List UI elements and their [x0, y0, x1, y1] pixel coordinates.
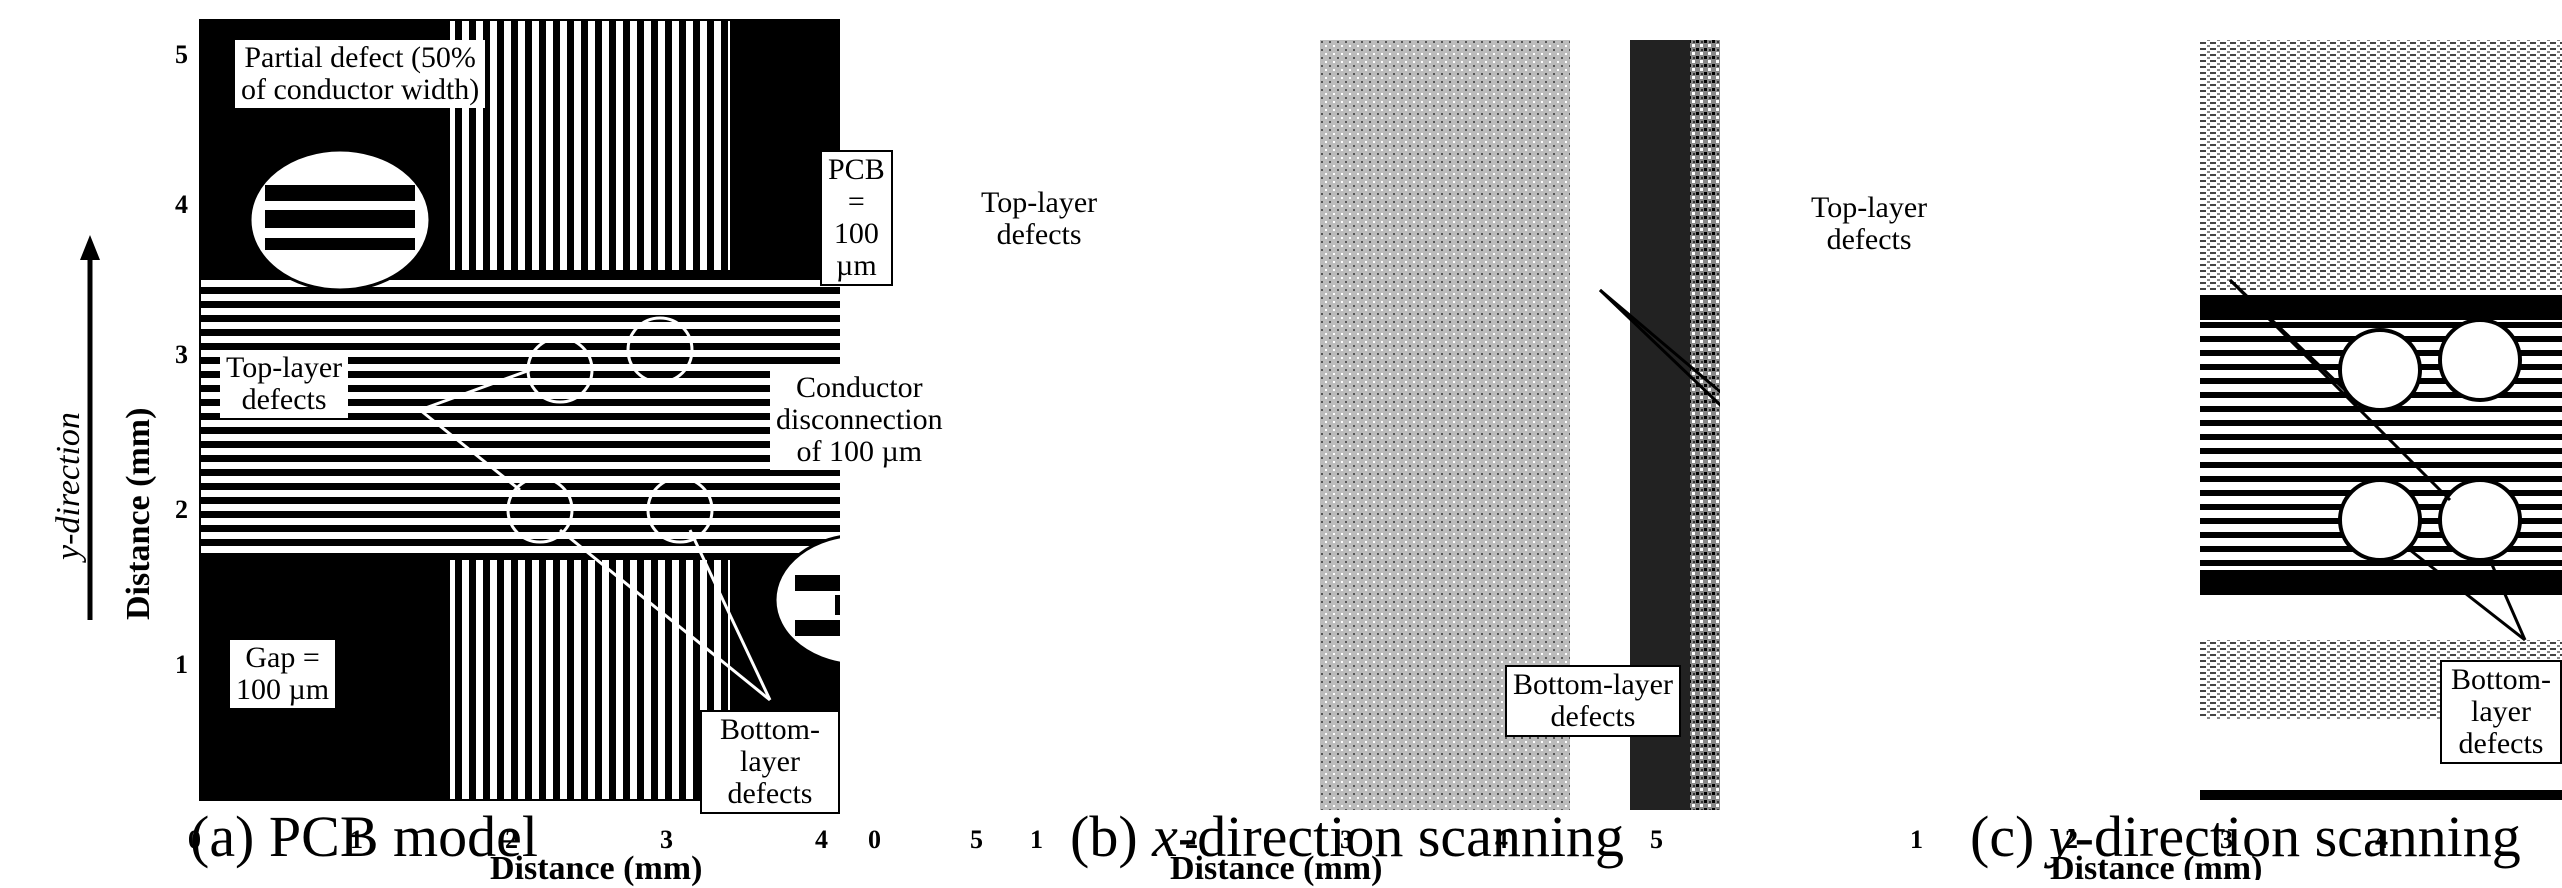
panel-a-pcb-model: Partial defect (50% of conductor width) … — [0, 0, 983, 887]
x-tick-3: 3 — [660, 825, 673, 854]
bottom-layer-defects-label: Bottom-layer defects — [2440, 660, 2562, 764]
bottom-layer-defects-label: Bottom-layer defects — [700, 710, 840, 814]
y-direction-label: y-direction — [50, 412, 87, 560]
x-tick-1: 1 — [1030, 825, 1043, 854]
y-tick-4: 4 — [175, 190, 188, 219]
x-tick-3: 3 — [1340, 825, 1353, 854]
conductor-disconnection-label: Conductor disconnection of 100 µm — [770, 370, 949, 470]
top-layer-defects-label: Top-layer defects — [975, 185, 1104, 253]
caption-a: (a) PCB model — [190, 804, 538, 869]
gap-label: Gap = 100 µm — [230, 640, 336, 708]
y-axis-title: Distance (mm) — [120, 407, 157, 620]
x-tick-1: 1 — [1910, 825, 1923, 854]
x-tick-2: 2 — [505, 825, 518, 854]
top-layer-defects-label: Top-layer defects — [1805, 190, 1934, 258]
x-tick-2: 2 — [2065, 825, 2078, 854]
pcb-thickness-label: PCB = 100 µm — [820, 150, 893, 286]
y-scan-image — [2200, 40, 2562, 800]
top-layer-defects-label: Top-layer defects — [220, 350, 349, 418]
x-tick-4: 4 — [2375, 825, 2388, 854]
y-tick-2: 2 — [175, 495, 188, 524]
x-tick-0: 0 — [188, 825, 201, 854]
y-tick-1: 1 — [175, 650, 188, 679]
bottom-layer-defects-label: Bottom-layer defects — [1505, 665, 1681, 737]
caption-b: (b) x-direction scanning — [1070, 804, 1625, 869]
caption-c: (c) y-direction scanning — [1970, 804, 2521, 869]
x-axis-title: Distance (mm) — [2050, 850, 2263, 880]
x-tick-4: 4 — [815, 825, 828, 854]
panel-b-x-scanning: Top-layer defects Bottom-layer defects 0… — [868, 0, 1720, 887]
x-tick-0: 0 — [868, 825, 881, 854]
x-scan-image — [1320, 40, 1720, 810]
x-tick-3: 3 — [2220, 825, 2233, 854]
x-tick-5: 5 — [1650, 825, 1663, 854]
x-tick-5: 5 — [970, 825, 983, 854]
y-tick-5: 5 — [175, 40, 188, 69]
x-tick-2: 2 — [1185, 825, 1198, 854]
x-tick-0: 0 — [1760, 825, 1761, 855]
x-tick-1: 1 — [350, 825, 363, 854]
y-tick-3: 3 — [175, 340, 188, 369]
panel-c-y-scanning: Top-layer defects Bottom-layer defects 0… — [1760, 0, 2562, 880]
x-tick-4: 4 — [1495, 825, 1508, 854]
partial-defect-label: Partial defect (50% of conductor width) — [235, 40, 486, 108]
